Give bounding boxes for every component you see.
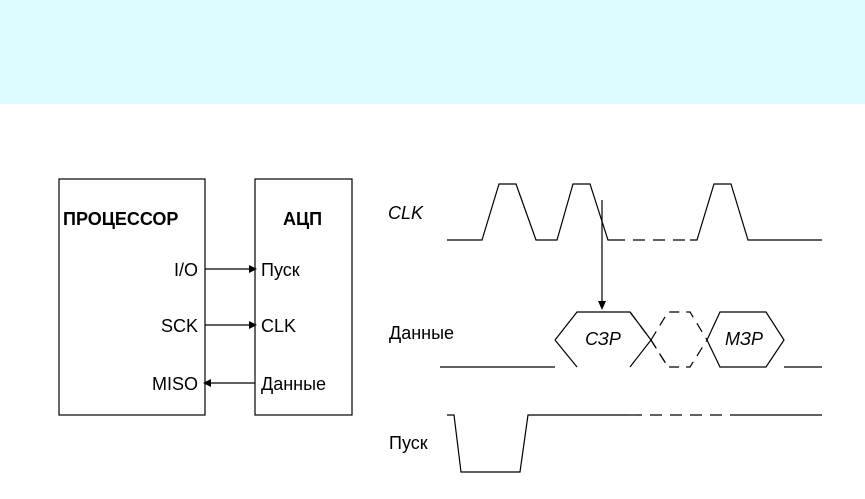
data-field-lsb-label: МЗР — [725, 329, 763, 349]
clk-waveform-end — [690, 183, 822, 241]
adc-pin-clk: CLK — [261, 316, 296, 336]
adc-title: АЦП — [283, 209, 322, 229]
clk-waveform — [447, 183, 613, 241]
clk-to-data-arrow — [598, 200, 606, 310]
data-waveform-dash-c — [650, 339, 669, 368]
signal-label-clk: CLK — [388, 203, 424, 223]
io-to-start-arrow — [205, 265, 257, 273]
header-banner — [0, 0, 865, 104]
data-field-lsb — [706, 311, 785, 368]
data-waveform-dash-a — [650, 311, 708, 341]
data-to-miso-arrow — [203, 379, 255, 387]
processor-pin-io: I/O — [174, 260, 198, 280]
start-waveform — [447, 414, 630, 473]
signal-label-data: Данные — [389, 323, 454, 343]
processor-box — [58, 178, 206, 416]
data-field-msb-label: СЗР — [585, 329, 621, 349]
processor-pin-sck: SCK — [161, 316, 198, 336]
processor-pin-miso: MISO — [152, 374, 198, 394]
adc-pin-start: Пуск — [261, 260, 300, 280]
adc-box — [254, 178, 353, 416]
data-field-msb-bottom — [554, 339, 578, 368]
sck-to-clk-arrow — [205, 321, 257, 329]
data-waveform-dash-b — [629, 311, 708, 368]
processor-title: ПРОЦЕССОР — [63, 209, 178, 229]
adc-pin-data: Данные — [261, 374, 326, 394]
signal-label-start: Пуск — [389, 433, 428, 453]
